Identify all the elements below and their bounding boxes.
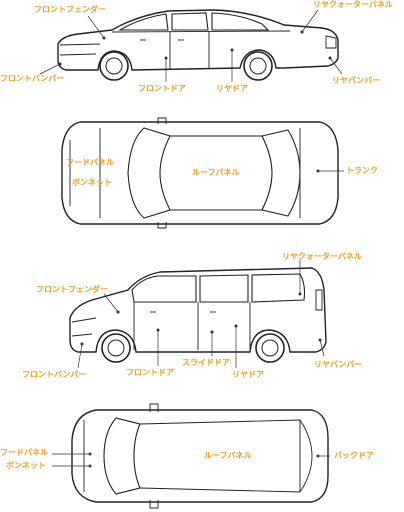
label-van-rear-bumper: リヤバンパー <box>314 360 363 369</box>
label-van-slide-door: スライドドア <box>182 358 230 367</box>
label-sedan-bonnet: ボンネット <box>72 178 112 187</box>
van-top-view <box>71 403 329 509</box>
label-van-roof-panel: ルーフパネル <box>204 451 252 460</box>
label-van-rear-door: リヤドア <box>232 370 264 379</box>
label-sedan-rear-bumper: リヤバンパー <box>332 76 381 85</box>
label-sedan-rear-quarter-panel: リヤクォーターパネル <box>313 0 393 9</box>
label-van-front-bumper: フロントバンパー <box>22 370 87 379</box>
label-sedan-front-fender: フロントフェンダー <box>34 5 106 14</box>
sedan-side-view <box>57 9 339 81</box>
label-sedan-trunk: トランク <box>346 166 378 175</box>
leader-lines <box>39 9 344 468</box>
label-van-front-fender: フロントフェンダー <box>36 285 108 294</box>
label-van-front-door: フロントドア <box>126 368 174 377</box>
label-sedan-hood-panel: フードパネル <box>66 158 114 167</box>
label-van-back-door: バックドア <box>334 451 374 460</box>
label-van-hood-panel: フードパネル <box>0 448 48 457</box>
label-van-bonnet: ボンネット <box>6 461 46 470</box>
label-sedan-front-bumper: フロントバンパー <box>0 74 65 83</box>
sedan-top-view <box>61 117 339 229</box>
van-side-view <box>69 267 327 363</box>
label-sedan-front-door: フロントドア <box>138 84 186 93</box>
label-van-rear-quarter-panel: リヤクォーターパネル <box>282 252 362 261</box>
label-sedan-roof-panel: ルーフパネル <box>192 168 240 177</box>
label-sedan-rear-door: リヤドア <box>216 84 248 93</box>
